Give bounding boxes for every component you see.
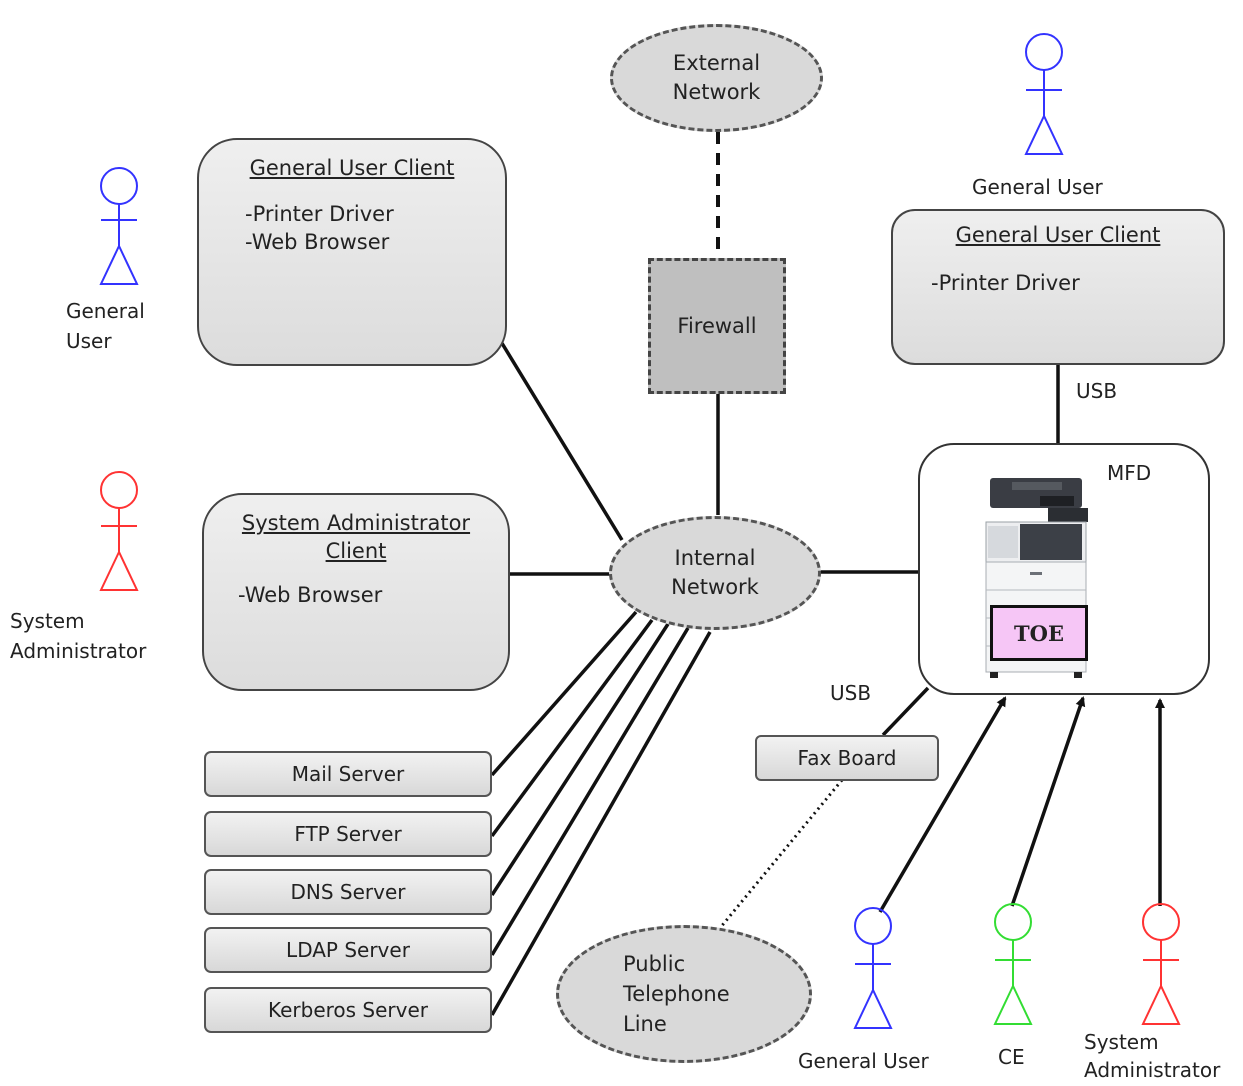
general-user-left-label: General User [66, 296, 145, 356]
public-line-label-3: Line [623, 1012, 667, 1036]
public-line-label-1: Public [623, 952, 686, 976]
general-user-client-left: General User Client -Printer Driver -Web… [197, 138, 507, 366]
line-usb-fax [881, 686, 930, 737]
admin-client-title-2: Client [325, 539, 387, 563]
admin-client-item-web-browser: -Web Browser [238, 583, 383, 607]
external-network-cloud: External Network [610, 24, 823, 132]
arrow-ce [1010, 696, 1086, 907]
sysadmin-left-label: System Administrator [10, 606, 146, 666]
firewall-label: Firewall [677, 314, 757, 338]
sysadmin-bottom-label: System Administrator [1084, 1028, 1220, 1084]
kerberos-server-label: Kerberos Server [267, 998, 429, 1022]
dns-server-label: DNS Server [290, 880, 406, 904]
usb-label-fax: USB [830, 681, 872, 705]
sysadmin-left-line1: System [10, 609, 85, 633]
ftp-server-box: FTP Server [204, 811, 492, 857]
line-ftp-server [490, 618, 654, 838]
ce-icon [993, 903, 1033, 1025]
general-user-left-line2: User [66, 329, 112, 353]
kerberos-server-box: Kerberos Server [204, 987, 492, 1033]
client-left-title: General User Client [249, 156, 455, 180]
mfd-label: MFD [1107, 461, 1152, 485]
firewall-box: Firewall [648, 258, 786, 394]
line-mail-server [490, 610, 638, 777]
sysadmin-bottom-icon [1141, 903, 1181, 1025]
ce-label: CE [998, 1045, 1025, 1069]
line-kerberos-server [490, 631, 712, 1016]
admin-client-title-1: System Administrator [241, 511, 471, 535]
internal-network-label-1: Internal [674, 546, 756, 570]
usb-label-top: USB [1076, 379, 1118, 403]
public-telephone-line-cloud: Public Telephone Line [556, 925, 812, 1063]
general-user-bottom-icon [853, 907, 893, 1029]
general-user-left-icon [99, 167, 139, 285]
public-line-label-2: Telephone [623, 982, 730, 1006]
general-user-left-line1: General [66, 299, 145, 323]
line-client-internal [498, 339, 624, 541]
client-right-item-printer-driver: -Printer Driver [931, 271, 1080, 295]
general-user-top-label: General User [972, 175, 1103, 199]
line-ldap-server [490, 627, 690, 956]
internal-network-cloud: Internal Network [609, 516, 821, 630]
fax-board-box: Fax Board [755, 735, 939, 781]
ldap-server-box: LDAP Server [204, 927, 492, 973]
sysadmin-left-icon [99, 471, 139, 591]
line-fax-telephone [718, 779, 844, 929]
client-left-item-printer-driver: -Printer Driver [245, 202, 394, 226]
toe-label: TOE [1014, 620, 1064, 646]
client-right-title: General User Client [955, 223, 1161, 247]
ldap-server-label: LDAP Server [286, 938, 410, 962]
dns-server-box: DNS Server [204, 869, 492, 915]
sysadmin-bottom-line1: System [1084, 1030, 1159, 1054]
system-administrator-client: System Administrator Client -Web Browser [202, 493, 510, 691]
general-user-bottom-label: General User [798, 1049, 929, 1073]
mail-server-box: Mail Server [204, 751, 492, 797]
external-network-label-1: External [672, 51, 761, 75]
general-user-top-icon [1024, 33, 1064, 155]
sysadmin-left-line2: Administrator [10, 639, 147, 663]
fax-board-label: Fax Board [797, 746, 897, 770]
general-user-client-right: General User Client -Printer Driver [891, 209, 1225, 365]
sysadmin-bottom-line2: Administrator [1084, 1058, 1221, 1082]
mail-server-label: Mail Server [291, 762, 405, 786]
toe-badge: TOE [990, 605, 1088, 661]
client-left-item-web-browser: -Web Browser [245, 230, 390, 254]
line-dns-server [490, 623, 670, 896]
external-network-label-2: Network [672, 80, 761, 104]
ftp-server-label: FTP Server [294, 822, 402, 846]
internal-network-label-2: Network [671, 575, 759, 599]
arrow-general-user [878, 696, 1007, 913]
